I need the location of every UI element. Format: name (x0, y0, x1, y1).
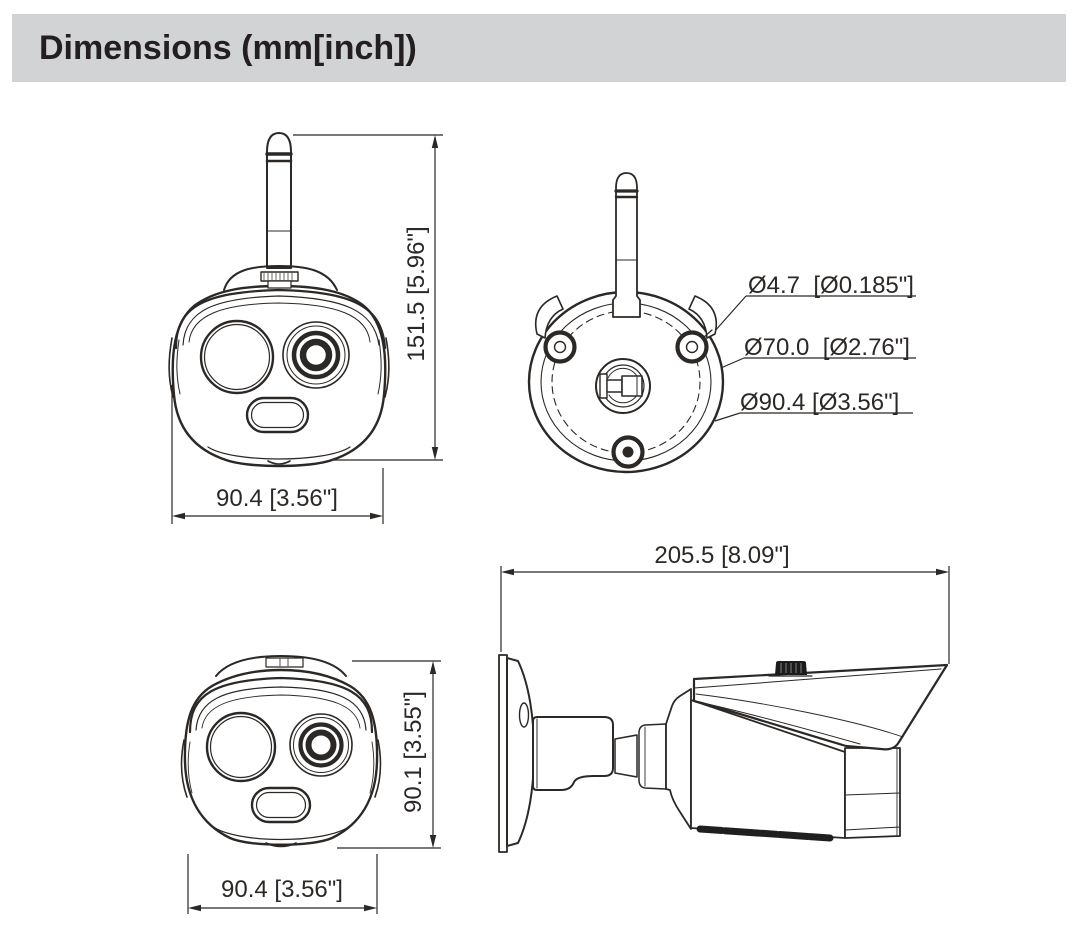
base-view-drawing (527, 172, 916, 474)
callout-hole-diameter: Ø4.7 [Ø0.185"] (748, 272, 914, 299)
dim-width-label: 90.4 [3.56"] (221, 876, 343, 903)
callout-bolt-circle-diameter: Ø70.0 [Ø2.76"] (744, 334, 910, 361)
front-view-with-antenna: 151.5 [5.96"] 90.4 [3.56"] (0, 0, 470, 560)
callout-base-diameter: Ø90.4 [Ø3.56"] (740, 389, 900, 416)
page-title: Dimensions (mm[inch]) (39, 28, 417, 67)
dim-length-label: 205.5 [8.09"] (654, 542, 790, 569)
header-bar: Dimensions (mm[inch]) (12, 14, 1066, 82)
base-view: Ø4.7 [Ø0.185"] Ø70.0 [Ø2.76"] Ø90.4 [Ø3.… (527, 172, 916, 474)
front-view-drawing (180, 655, 441, 914)
front-view-with-antenna-drawing (168, 132, 443, 524)
front-view: 90.1 [3.55"] 90.4 [3.56"] (0, 0, 470, 941)
dim-width-label: 90.4 [3.56"] (216, 485, 338, 512)
